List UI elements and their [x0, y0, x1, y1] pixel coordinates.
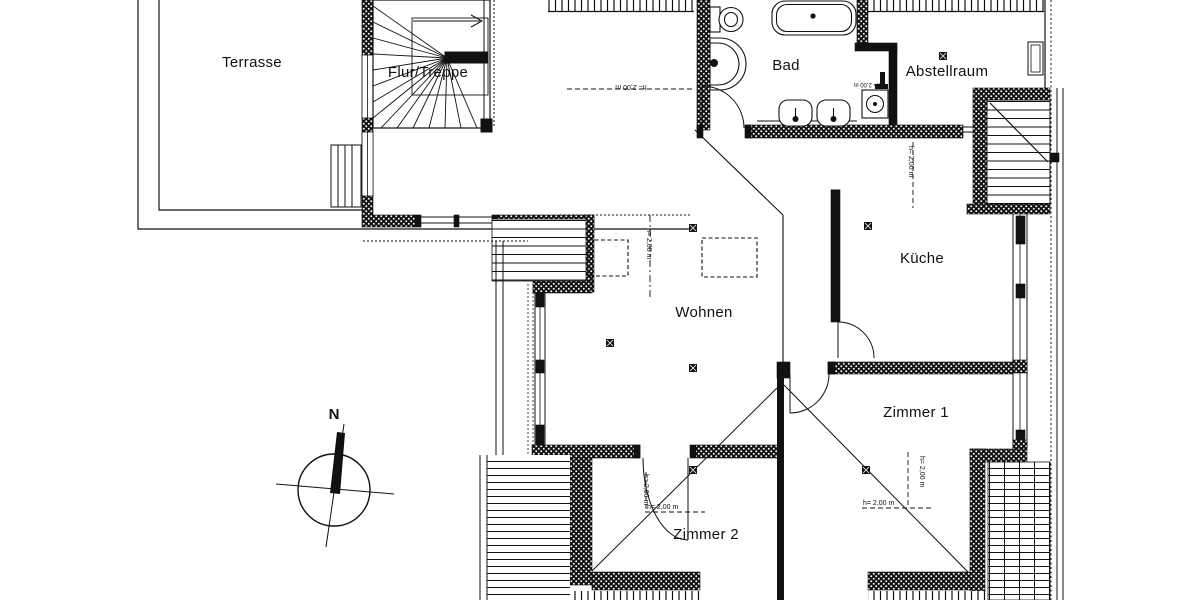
shower-icon — [709, 37, 747, 91]
skylight-openings — [587, 237, 758, 278]
sink-icons — [757, 99, 857, 127]
stair-rail — [444, 51, 489, 64]
nw-exterior-stair — [363, 218, 587, 282]
room-label-zimmer2: Zimmer 2 — [673, 526, 739, 543]
room-label-zimmer1: Zimmer 1 — [883, 404, 949, 421]
exterior-stair — [966, 87, 1060, 215]
height-annotation-bad: h= 2,00 m — [854, 81, 881, 87]
room-label-abstellraum: Abstellraum — [906, 63, 989, 80]
west-wall — [361, 0, 374, 219]
room-label-kueche: Küche — [900, 250, 944, 267]
kueche-walls — [830, 189, 1028, 450]
roof-edge-hatch-top — [548, 0, 1044, 13]
zimmer2-walls — [569, 457, 701, 600]
height-annotation-zimmer1-v: h= 2,00 m — [918, 456, 925, 487]
stair-direction-arrow — [413, 14, 484, 28]
west-balcony-strip — [495, 241, 534, 455]
kueche-door-arc — [831, 315, 875, 359]
kueche-east-window-wall — [1012, 214, 1028, 450]
zimmer2-door-arc — [642, 457, 689, 541]
height-annotation-zimmer2-h: h= 2,00 m — [647, 504, 678, 511]
roof-post-markers — [606, 52, 947, 474]
zimmer1-door-arc — [789, 373, 830, 414]
east-deck — [987, 461, 1051, 600]
wohnen-west-window-wall — [534, 292, 546, 446]
toilet-icon — [709, 6, 744, 33]
height-annotation-corridor: h= 2,00 m — [907, 146, 914, 177]
zimmer2-roof-diagonal — [591, 387, 778, 572]
bedroom-divider-wall — [777, 374, 784, 600]
room-label-bad: Bad — [772, 57, 800, 74]
roof-edge-lines — [560, 129, 784, 362]
west-deck — [479, 455, 570, 600]
east-walkway — [1050, 0, 1064, 600]
compass: N — [275, 406, 395, 548]
bad-door-arc — [701, 85, 745, 129]
abstellraum-east-wall — [1027, 0, 1046, 88]
room-label-wohnen: Wohnen — [675, 304, 732, 321]
height-annotation-zimmer1-h: h= 2,00 m — [863, 500, 894, 507]
height-lines-zimmer1 — [862, 452, 932, 509]
compass-needle — [330, 432, 345, 494]
zimmer1-walls — [867, 448, 1028, 600]
staircase — [372, 0, 495, 133]
room-label-flur-treppe: Flur/Treppe — [388, 64, 468, 81]
compass-north-label: N — [329, 406, 340, 423]
height-annotation-zimmer2-v: h= 2,00 m — [642, 474, 649, 505]
bathtub-icon — [771, 0, 857, 36]
height-lines-zimmer2 — [645, 472, 705, 513]
height-annotation-wohnen: h= 2,00 m — [645, 228, 652, 259]
zimmer1-roof-diagonal — [783, 384, 969, 573]
bad-fixtures — [701, 0, 889, 129]
room-label-terrasse: Terrasse — [222, 54, 282, 71]
terrace-steps — [330, 144, 362, 208]
washer-icon — [861, 72, 889, 119]
height-annotation-hall: h= 2,00 m — [615, 83, 646, 90]
